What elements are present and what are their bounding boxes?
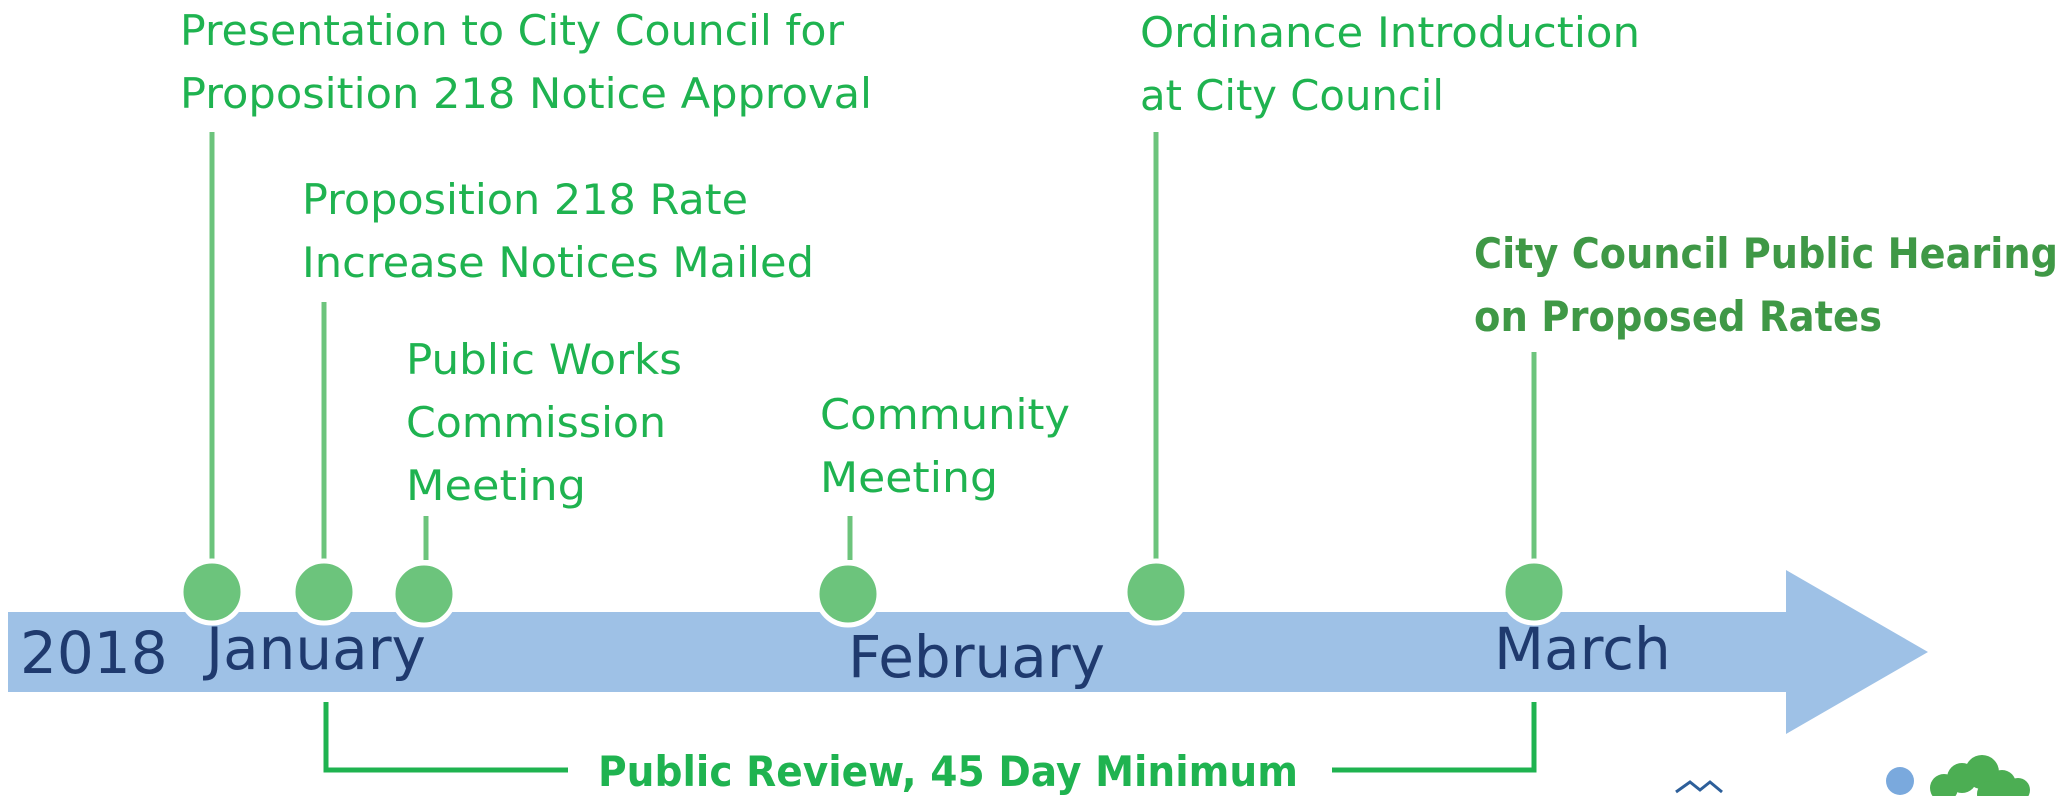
- event-public-works-line2: Commission: [406, 398, 666, 447]
- marker-council-presentation: [178, 558, 246, 626]
- marker-community-meeting: [814, 560, 882, 628]
- review-bracket-right: [1332, 702, 1537, 773]
- month-label-february: February: [848, 623, 1105, 691]
- event-public-hearing-line1: City Council Public Hearing: [1474, 229, 2058, 278]
- marker-public-hearing: [1500, 558, 1568, 626]
- marker-ordinance-intro: [1122, 558, 1190, 626]
- event-ordinance-intro-line2: at City Council: [1140, 71, 1444, 120]
- marker-notices-mailed: [290, 558, 358, 626]
- event-public-works-line1: Public Works: [406, 335, 682, 384]
- organization-logo: [1675, 755, 2030, 796]
- event-council-presentation-line1: Presentation to City Council for: [180, 6, 845, 55]
- event-public-hearing-line2: on Proposed Rates: [1474, 292, 1882, 341]
- month-label-march: March: [1494, 615, 1671, 683]
- event-notices-mailed-line2: Increase Notices Mailed: [302, 238, 814, 287]
- event-public-works-line3: Meeting: [406, 461, 586, 510]
- logo-dot: [1886, 767, 1914, 795]
- event-council-presentation-line2: Proposition 218 Notice Approval: [180, 69, 872, 118]
- review-period-label: Public Review, 45 Day Minimum: [598, 747, 1298, 796]
- marker-public-works: [390, 560, 458, 628]
- review-bracket-left: [323, 702, 568, 773]
- tree-icon: [1930, 755, 2030, 796]
- event-community-meeting-line1: Community: [820, 390, 1070, 439]
- event-ordinance-intro-line1: Ordinance Introduction: [1140, 8, 1640, 57]
- year-label: 2018: [20, 619, 168, 687]
- month-label-january: January: [203, 615, 426, 683]
- bird-icon: [1675, 780, 1723, 794]
- event-notices-mailed-line1: Proposition 218 Rate: [302, 175, 748, 224]
- timeline-arrow: [8, 570, 1928, 734]
- event-community-meeting-line2: Meeting: [820, 453, 998, 502]
